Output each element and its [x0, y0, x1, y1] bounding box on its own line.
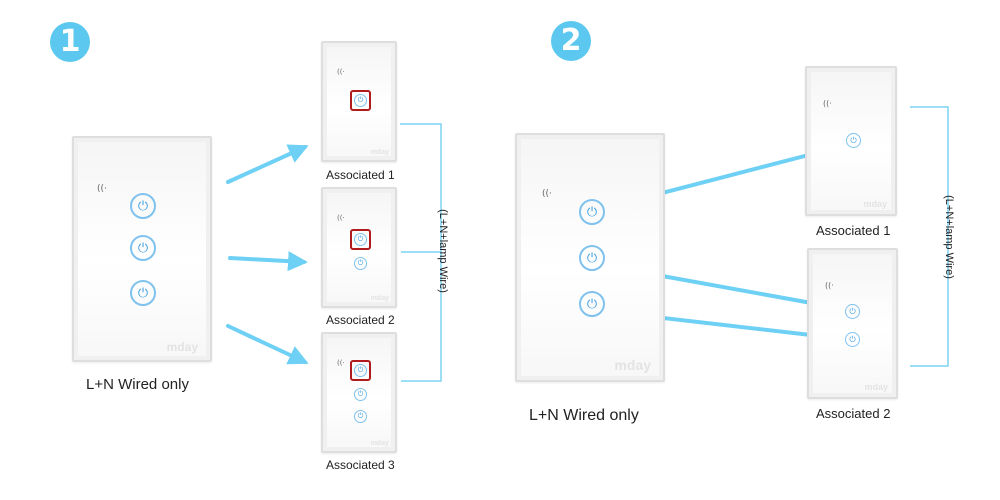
brand-logo: mday [370, 440, 389, 447]
power-button-top[interactable]: ⏻ [354, 233, 367, 246]
brand-logo: mday [370, 149, 389, 156]
arrow-to-associated-2 [228, 251, 308, 272]
power-button-middle[interactable]: ⏻ [354, 388, 367, 401]
power-button-middle[interactable]: ⏻ [130, 235, 156, 261]
arrow-to-associated-1 [226, 144, 309, 184]
power-button-top[interactable]: ⏻ [845, 304, 860, 319]
power-button[interactable]: ⏻ [846, 133, 861, 148]
highlight-box [350, 90, 371, 111]
main-switch-panel-2: ((· ⏻ ⏻ ⏻ mday [515, 133, 665, 382]
associated-caption-3: Associated 3 [326, 458, 395, 472]
brand-logo: mday [864, 382, 888, 392]
wifi-icon: ((· [823, 99, 832, 108]
associated-caption-2: Associated 2 [326, 313, 395, 327]
highlight-box [350, 360, 371, 381]
associated-caption-1: Associated 1 [816, 223, 891, 238]
associated-caption-1: Associated 1 [326, 168, 395, 182]
arrow-to-associated-3 [226, 324, 309, 365]
brand-logo: mday [863, 199, 887, 209]
associated-panel-1: ((· ⏻ mday [805, 66, 897, 216]
associated-panel-3: ((· ⏻ ⏻ ⏻ mday [321, 332, 397, 453]
power-button-top[interactable]: ⏻ [354, 364, 367, 377]
associated-panel-2: ((· ⏻ ⏻ mday [321, 187, 397, 308]
associated-caption-2: Associated 2 [816, 406, 891, 421]
power-button-bottom[interactable]: ⏻ [354, 410, 367, 423]
associated-panel-1: ((· ⏻ mday [321, 41, 397, 162]
power-button-bottom[interactable]: ⏻ [354, 257, 367, 270]
wire-bracket-2 [910, 106, 949, 367]
power-button[interactable]: ⏻ [354, 94, 367, 107]
power-button-bottom[interactable]: ⏻ [130, 280, 156, 306]
brand-logo: mday [614, 357, 651, 373]
associated-panel-2: ((· ⏻ ⏻ mday [807, 248, 898, 399]
power-button-top[interactable]: ⏻ [579, 199, 605, 225]
highlight-box [350, 229, 371, 250]
wifi-icon: ((· [825, 281, 834, 290]
wifi-icon: ((· [337, 359, 345, 367]
wire-label-1: (L+N+lamp Wire) [437, 209, 449, 293]
brand-logo: mday [166, 340, 198, 354]
power-button-bottom[interactable]: ⏻ [579, 291, 605, 317]
wifi-icon: ((· [97, 184, 107, 194]
power-button-bottom[interactable]: ⏻ [845, 332, 860, 347]
power-button-middle[interactable]: ⏻ [579, 245, 605, 271]
main-caption-2: L+N Wired only [529, 407, 639, 424]
power-button-top[interactable]: ⏻ [130, 193, 156, 219]
wire-label-2: (L+N+lamp Wire) [943, 195, 955, 279]
step-1-badge: 1 [50, 22, 90, 62]
wifi-icon: ((· [337, 68, 345, 76]
wifi-icon: ((· [542, 189, 552, 199]
wifi-icon: ((· [337, 214, 345, 222]
brand-logo: mday [370, 295, 389, 302]
main-caption-1: L+N Wired only [86, 376, 189, 393]
step-2-badge: 2 [551, 21, 591, 61]
main-switch-panel-1: ((· ⏻ ⏻ ⏻ mday [72, 136, 212, 362]
